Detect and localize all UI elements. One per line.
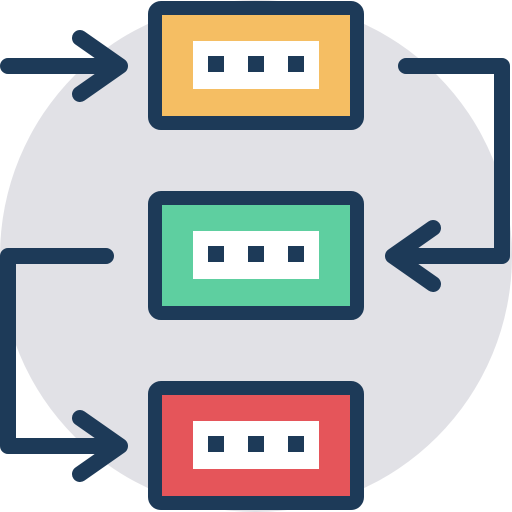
box-middle-dot-2 [248,246,264,262]
box-bottom-dot-2 [248,436,264,452]
box-top-dot-3 [288,56,304,72]
box-bottom-dot-1 [208,436,224,452]
box-middle-dot-1 [208,246,224,262]
box-middle-dot-3 [288,246,304,262]
process-box-top [148,1,364,130]
connectors [0,30,510,482]
middle-to-bottom-arrow [0,248,128,482]
box-top-dot-2 [248,56,264,72]
top-to-middle-arrow [385,58,510,292]
entry-arrow [0,30,128,102]
box-top-dot-1 [208,56,224,72]
process-box-bottom [148,381,364,510]
process-box-middle [148,191,364,320]
box-bottom-dot-3 [288,436,304,452]
